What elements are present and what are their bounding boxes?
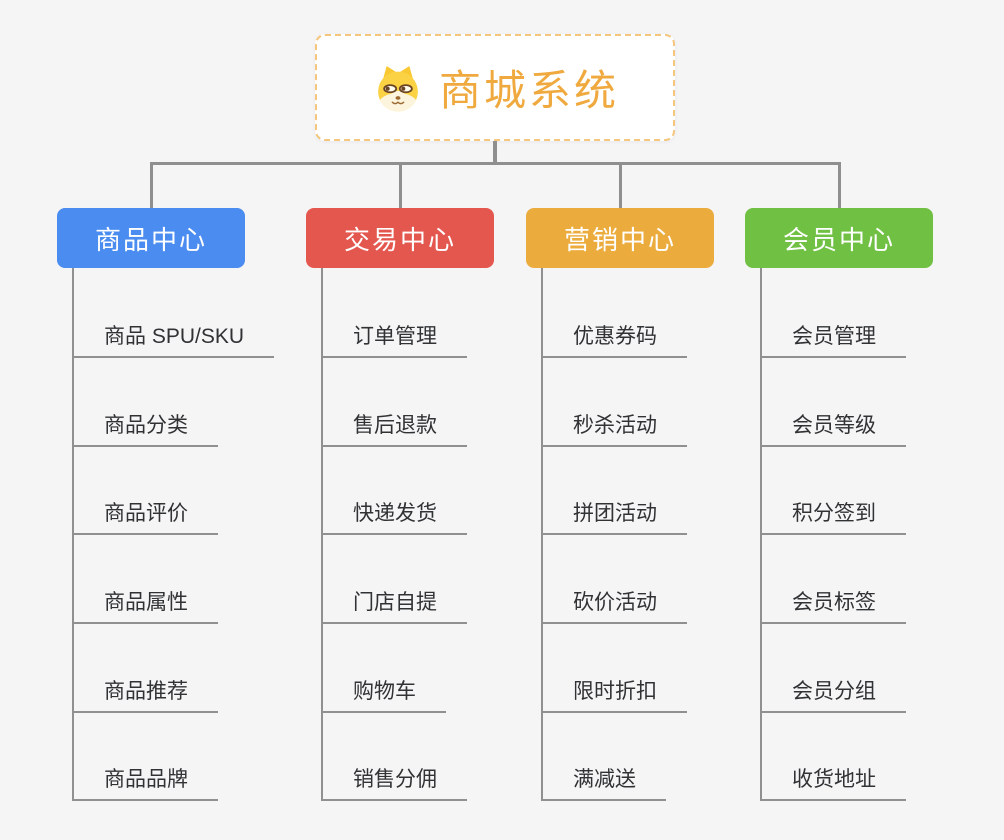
root-title: 商城系统: [438, 67, 619, 114]
leaf-label: 商品 SPU/SKU: [104, 325, 245, 348]
leaf-label: 积分签到: [792, 502, 876, 525]
root-node[interactable]: 商城系统: [315, 34, 675, 141]
leaf-node[interactable]: 购物车: [321, 669, 446, 713]
leaf-label: 会员管理: [792, 325, 876, 348]
leaf-node[interactable]: 会员等级: [760, 403, 906, 447]
leaf-node[interactable]: 会员分组: [760, 669, 906, 713]
leaf-label: 商品评价: [104, 502, 188, 525]
leaf-label: 优惠券码: [573, 325, 657, 348]
leaf-node[interactable]: 门店自提: [321, 580, 467, 624]
branch-node[interactable]: 交易中心: [306, 208, 494, 268]
dog-face-icon: [378, 65, 418, 111]
branch-label: 交易中心: [343, 224, 456, 255]
branch-label: 会员中心: [782, 224, 895, 255]
leaf-label: 商品分类: [104, 414, 188, 437]
leaf-node[interactable]: 售后退款: [321, 403, 467, 447]
branch-bus-connector: [151, 162, 840, 165]
branch-drop-connector: [398, 162, 402, 208]
branch-drop-connector: [837, 162, 841, 208]
leaf-label: 快递发货: [353, 502, 437, 525]
leaf-label: 会员标签: [792, 591, 876, 614]
leaf-label: 会员等级: [792, 414, 876, 437]
leaf-node[interactable]: 商品评价: [72, 491, 218, 535]
leaf-node[interactable]: 商品分类: [72, 403, 218, 447]
leaf-node[interactable]: 收货地址: [760, 757, 906, 801]
leaf-node[interactable]: 商品品牌: [72, 757, 218, 801]
branch-label: 营销中心: [563, 224, 676, 255]
leaf-node[interactable]: 砍价活动: [541, 580, 687, 624]
branch-drop-connector: [618, 162, 622, 208]
leaf-node[interactable]: 拼团活动: [541, 491, 687, 535]
leaf-label: 拼团活动: [573, 502, 657, 525]
root-connector: [493, 141, 497, 162]
leaf-node[interactable]: 会员标签: [760, 580, 906, 624]
leaf-label: 会员分组: [792, 680, 876, 703]
leaf-label: 订单管理: [353, 325, 437, 348]
leaf-label: 销售分佣: [353, 768, 437, 791]
branch-drop-connector: [149, 162, 153, 208]
branch-label: 商品中心: [94, 224, 207, 255]
leaf-node[interactable]: 限时折扣: [541, 669, 687, 713]
leaf-node[interactable]: 积分签到: [760, 491, 906, 535]
leaf-label: 秒杀活动: [573, 414, 657, 437]
leaf-label: 门店自提: [353, 591, 437, 614]
leaf-node[interactable]: 秒杀活动: [541, 403, 687, 447]
leaf-node[interactable]: 商品 SPU/SKU: [72, 314, 275, 358]
leaf-label: 商品属性: [104, 591, 188, 614]
branch-node[interactable]: 会员中心: [745, 208, 933, 268]
branch-node[interactable]: 商品中心: [57, 208, 245, 268]
branch-node[interactable]: 营销中心: [526, 208, 714, 268]
leaf-label: 满减送: [573, 768, 636, 791]
leaf-label: 售后退款: [353, 414, 437, 437]
leaf-node[interactable]: 优惠券码: [541, 314, 687, 358]
leaf-node[interactable]: 订单管理: [321, 314, 467, 358]
leaf-node[interactable]: 满减送: [541, 757, 666, 801]
leaf-node[interactable]: 会员管理: [760, 314, 906, 358]
leaf-node[interactable]: 销售分佣: [321, 757, 467, 801]
leaf-node[interactable]: 商品属性: [72, 580, 218, 624]
leaf-label: 商品推荐: [104, 680, 188, 703]
leaf-label: 收货地址: [792, 768, 876, 791]
leaf-node[interactable]: 快递发货: [321, 491, 467, 535]
leaf-label: 商品品牌: [104, 768, 188, 791]
leaf-label: 购物车: [353, 680, 416, 703]
leaf-label: 限时折扣: [573, 680, 657, 703]
leaf-label: 砍价活动: [573, 591, 657, 614]
leaf-node[interactable]: 商品推荐: [72, 669, 218, 713]
